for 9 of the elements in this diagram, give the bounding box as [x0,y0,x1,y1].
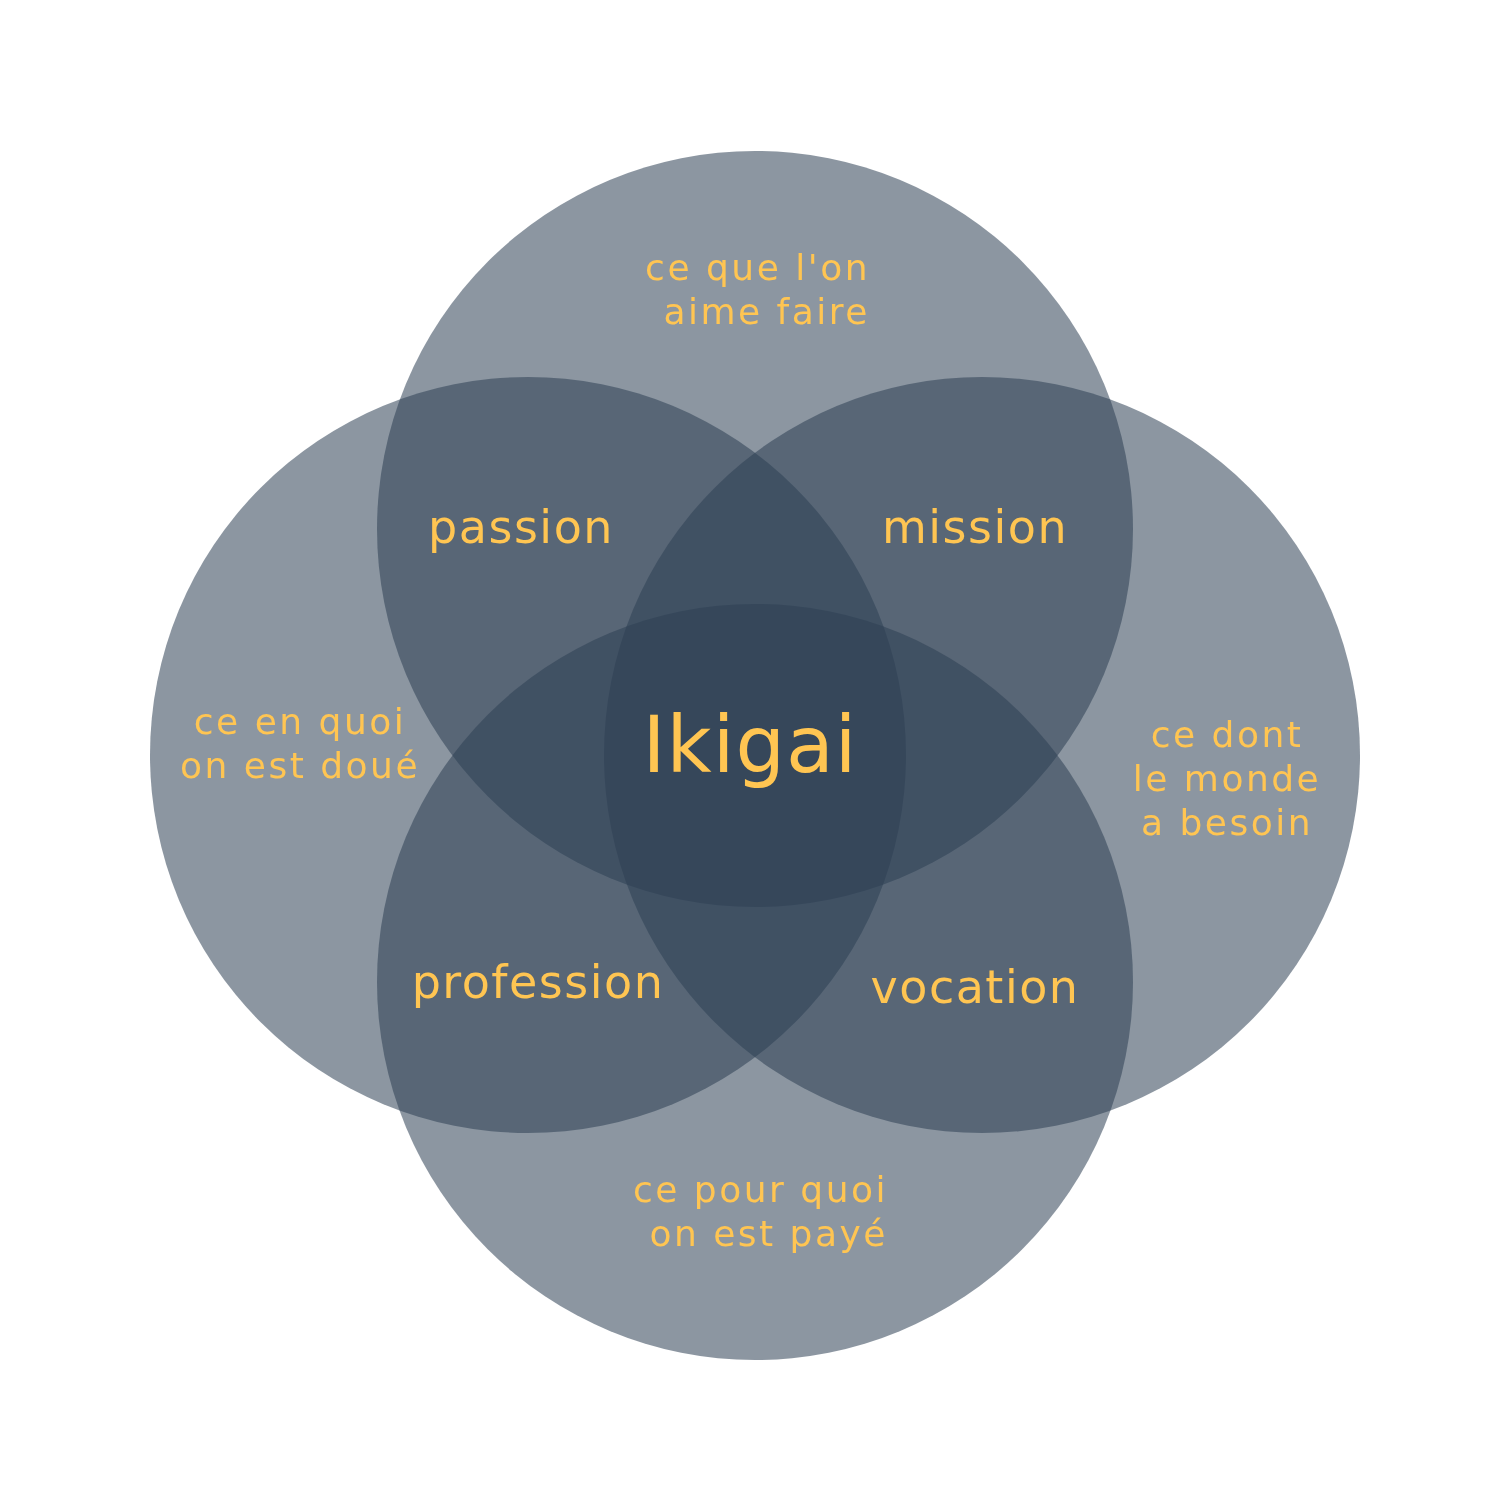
center-label: Ikigai [642,700,858,790]
overlap-label: vocation [870,960,1080,1014]
overlap-label: mission [881,500,1069,554]
circle-label: ce en quoi on est doué [178,700,422,788]
circle-label: ce pour quoi on est payé [631,1168,888,1256]
overlap-label: passion [428,500,614,554]
circle-label: ce dont le monde a besoin [1131,713,1323,845]
overlap-label: profession [411,955,665,1009]
circle-label: ce que l'on aime faire [644,246,870,334]
